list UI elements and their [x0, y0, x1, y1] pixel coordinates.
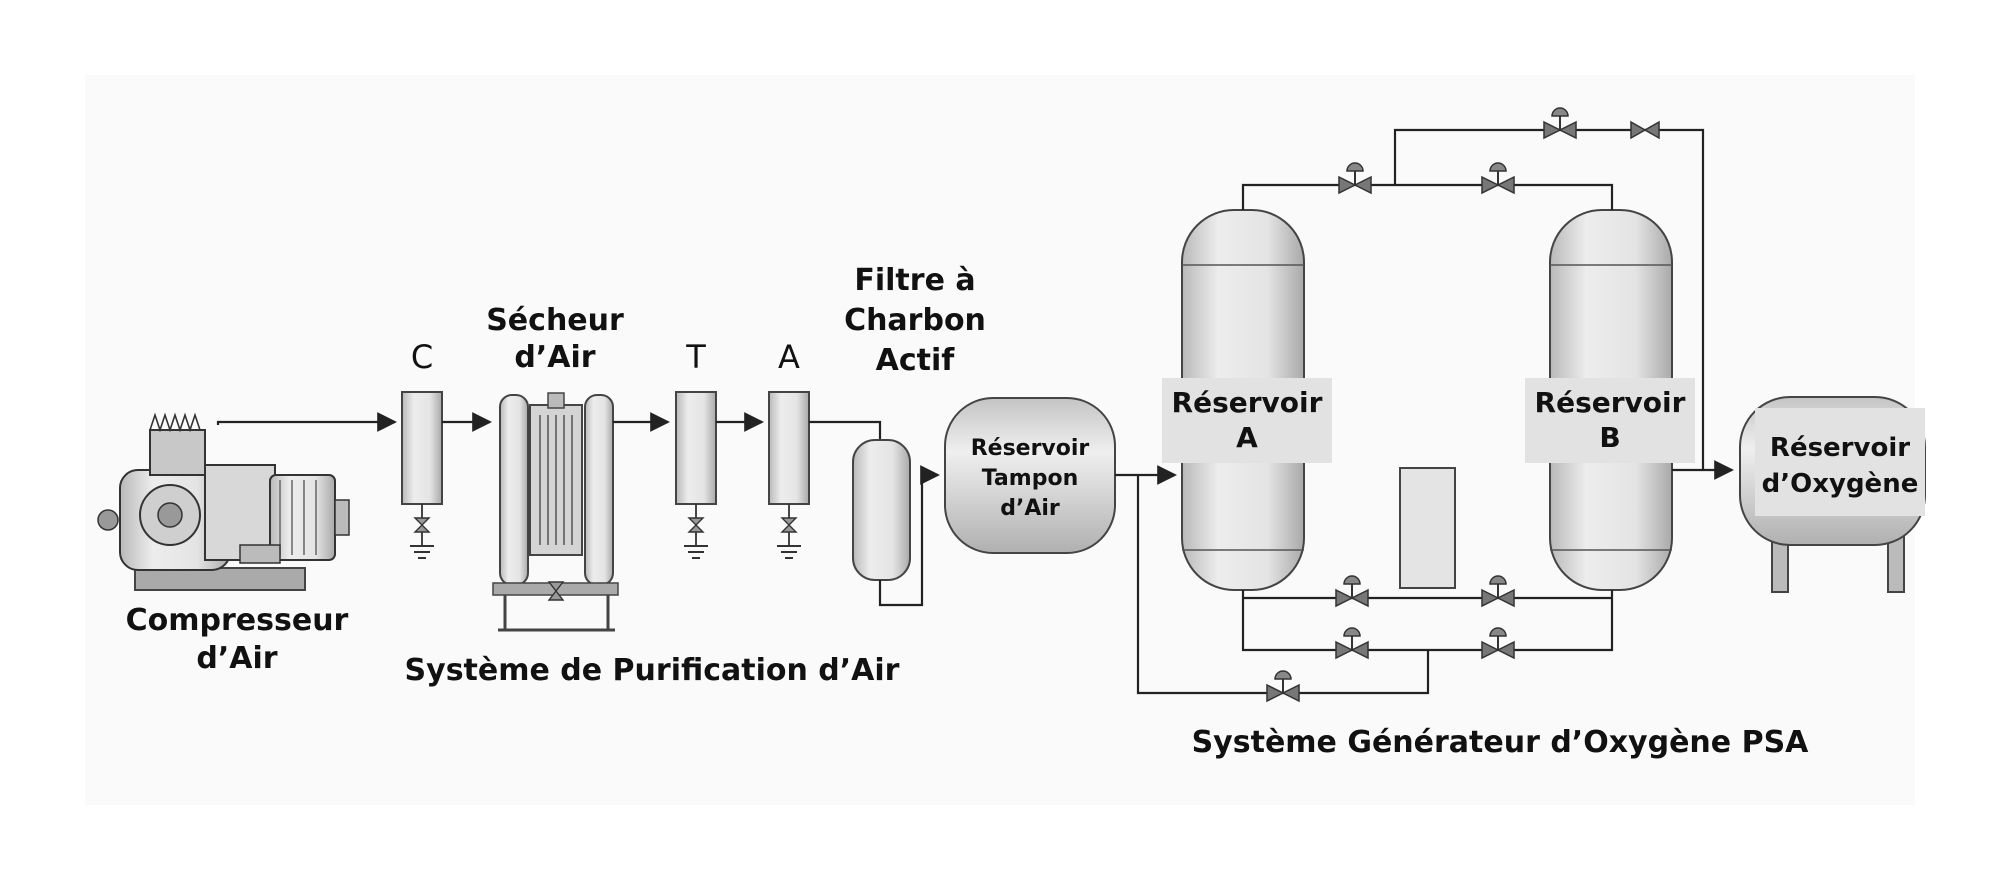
pipe-carbon-to-buffer [878, 465, 940, 607]
tank-a-label-line2: A [1236, 421, 1258, 454]
tank-b-label-band [1525, 378, 1695, 463]
air-dryer [492, 392, 619, 632]
air-compressor [97, 412, 350, 591]
tank-a-label-band [1162, 378, 1332, 463]
activated-carbon-filter [852, 439, 911, 605]
purification-system-label: Système de Purification d’Air [405, 653, 900, 688]
buffer-label-line1: Réservoir [971, 436, 1090, 461]
oxygen-label-line1: Réservoir [1770, 433, 1910, 463]
filter-a-label: A [778, 338, 800, 376]
tank-b-label-line1: Réservoir [1535, 386, 1686, 419]
dryer-label-line2: d’Air [514, 340, 595, 375]
carbon-label-line1: Filtre à [854, 263, 975, 298]
compressor-label-line1: Compresseur [126, 603, 349, 638]
filter-c-label: C [411, 338, 433, 376]
dryer-label-line1: Sécheur [486, 303, 624, 338]
pipe-bottom-header-1 [1241, 590, 1614, 652]
psa-system-label: Système Générateur d’Oxygène PSA [1192, 725, 1810, 760]
pipe-a-to-carbon [809, 420, 882, 442]
motor-icon [269, 474, 350, 561]
oxygen-label-band [1755, 408, 1925, 516]
compressor-label-line2: d’Air [196, 641, 277, 676]
carbon-label-line3: Actif [876, 343, 956, 378]
control-unit [1399, 467, 1456, 589]
filter-a [768, 391, 810, 559]
pipe-top-header [1241, 183, 1614, 210]
filter-c [401, 391, 443, 559]
filter-t [675, 391, 717, 559]
tank-a-label-line1: Réservoir [1172, 386, 1323, 419]
buffer-label-line3: d’Air [1000, 496, 1060, 521]
filter-t-label: T [685, 338, 706, 376]
carbon-label-line2: Charbon [844, 303, 986, 338]
buffer-label-line2: Tampon [982, 466, 1078, 491]
oxygen-label-line2: d’Oxygène [1762, 469, 1919, 499]
pipe-compressor-to-filter-c [216, 412, 397, 432]
tank-b-label-line2: B [1599, 421, 1620, 454]
valve-icon [547, 581, 565, 601]
